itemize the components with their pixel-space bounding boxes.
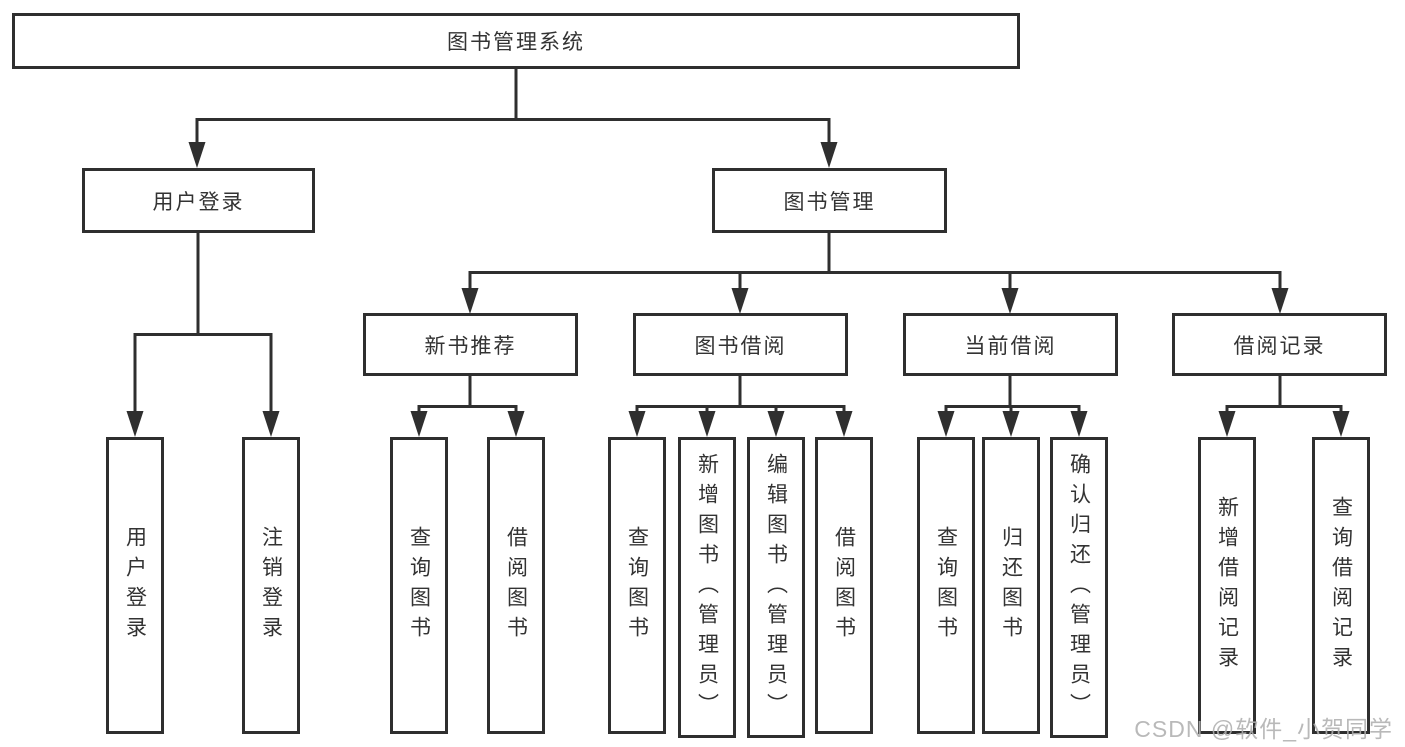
arrow-down-icon — [410, 411, 428, 437]
leaf-borrow-books: 借阅图书 — [815, 437, 873, 734]
leaf-query-books-recommend: 查询图书 — [390, 437, 448, 734]
arrow-down-icon — [767, 411, 785, 437]
arrow-down-icon — [1332, 411, 1350, 437]
leaf-confirm-return-admin: 确认归还（管理员） — [1050, 437, 1108, 738]
arrow-down-icon — [1070, 411, 1088, 437]
leaf-edit-books-admin-label: 编辑图书（管理员） — [764, 452, 788, 723]
arrow-down-icon — [731, 288, 749, 314]
connector-current-borrow-to-leaves — [944, 374, 1081, 416]
leaf-query-borrow-record-label: 查询借阅记录 — [1329, 495, 1353, 676]
leaf-query-books-borrow: 查询图书 — [608, 437, 666, 734]
leaf-add-borrow-record-label: 新增借阅记录 — [1215, 495, 1239, 676]
arrowheads — [126, 142, 1350, 437]
leaf-add-books-admin: 新增图书（管理员） — [678, 437, 736, 738]
watermark: CSDN @软件_小贺同学 — [1134, 716, 1393, 742]
node-user-login-group: 用户登录 — [82, 168, 315, 233]
leaf-add-borrow-record: 新增借阅记录 — [1198, 437, 1256, 734]
node-book-borrow-label: 图书借阅 — [694, 334, 787, 358]
connector-borrow-records-to-leaves — [1225, 374, 1343, 416]
arrow-down-icon — [628, 411, 646, 437]
leaf-user-login: 用户登录 — [106, 437, 164, 734]
leaf-edit-books-admin: 编辑图书（管理员） — [747, 437, 805, 738]
leaf-borrow-books-recommend-label: 借阅图书 — [504, 525, 528, 646]
node-book-management-label: 图书管理 — [783, 190, 876, 214]
leaf-logout-label: 注销登录 — [259, 525, 283, 646]
leaf-logout: 注销登录 — [242, 437, 300, 734]
leaf-query-books-recommend-label: 查询图书 — [407, 525, 431, 646]
leaf-query-borrow-record: 查询借阅记录 — [1312, 437, 1370, 734]
leaf-add-books-admin-label: 新增图书（管理员） — [695, 452, 719, 723]
arrow-down-icon — [188, 142, 206, 168]
connector-book-management-to-level2 — [468, 230, 1282, 293]
connector-new-book-recommend-to-leaves — [417, 374, 518, 416]
leaf-user-login-label: 用户登录 — [123, 525, 147, 646]
node-root: 图书管理系统 — [12, 13, 1020, 69]
arrow-down-icon — [835, 411, 853, 437]
arrow-down-icon — [820, 142, 838, 168]
leaf-return-books: 归还图书 — [982, 437, 1040, 734]
arrow-down-icon — [1271, 288, 1289, 314]
node-borrow-records: 借阅记录 — [1172, 313, 1387, 376]
connector-root-to-level1 — [195, 66, 831, 147]
arrow-down-icon — [937, 411, 955, 437]
arrow-down-icon — [1218, 411, 1236, 437]
node-borrow-records-label: 借阅记录 — [1233, 334, 1326, 358]
node-new-book-recommend: 新书推荐 — [363, 313, 578, 376]
arrow-down-icon — [698, 411, 716, 437]
node-current-borrow-label: 当前借阅 — [964, 334, 1057, 358]
arrow-down-icon — [126, 411, 144, 437]
arrow-down-icon — [1001, 288, 1019, 314]
leaf-query-books-current: 查询图书 — [917, 437, 975, 734]
leaf-borrow-books-recommend: 借阅图书 — [487, 437, 545, 734]
node-root-label: 图书管理系统 — [447, 31, 585, 54]
leaf-confirm-return-admin-label: 确认归还（管理员） — [1067, 452, 1091, 723]
connector-book-borrow-to-leaves — [635, 374, 846, 416]
arrow-down-icon — [507, 411, 525, 437]
node-book-borrow: 图书借阅 — [633, 313, 848, 376]
leaf-query-books-current-label: 查询图书 — [934, 525, 958, 646]
arrow-down-icon — [262, 411, 280, 437]
node-user-login-group-label: 用户登录 — [152, 190, 245, 214]
node-current-borrow: 当前借阅 — [903, 313, 1118, 376]
arrow-down-icon — [461, 288, 479, 314]
node-new-book-recommend-label: 新书推荐 — [424, 334, 517, 358]
leaf-query-books-borrow-label: 查询图书 — [625, 525, 649, 646]
arrow-down-icon — [1002, 411, 1020, 437]
leaf-return-books-label: 归还图书 — [999, 525, 1023, 646]
node-book-management: 图书管理 — [712, 168, 947, 233]
leaf-borrow-books-label: 借阅图书 — [832, 525, 856, 646]
connector-user-login-to-leaves — [133, 230, 273, 416]
